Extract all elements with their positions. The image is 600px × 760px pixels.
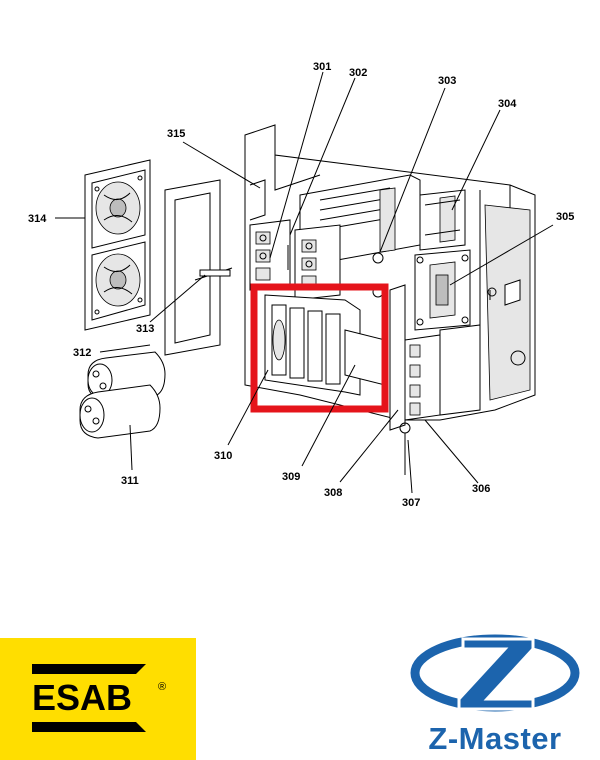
callout-313: 313	[136, 323, 154, 335]
electrolytic-capacitors-311	[79, 351, 166, 439]
callout-306: 306	[472, 483, 490, 495]
callout-312: 312	[73, 347, 91, 359]
zmaster-emblem	[410, 634, 580, 712]
callout-303: 303	[438, 75, 456, 87]
callout-305: 305	[556, 211, 574, 223]
highlight-box	[250, 283, 389, 413]
zmaster-logo: Z-Master	[405, 625, 585, 756]
callout-311: 311	[121, 475, 139, 487]
callout-308: 308	[324, 487, 342, 499]
leader-lines	[55, 71, 554, 494]
transformer-304	[419, 189, 466, 251]
callout-labels: 301 302 303 304 305 306 307 308 309 310 …	[28, 61, 574, 509]
callout-315: 315	[167, 128, 185, 140]
callout-307: 307	[402, 497, 420, 509]
fan-assembly-314	[84, 159, 151, 331]
fan-shroud-313	[164, 179, 233, 356]
esab-badge: ESAB ®	[32, 664, 166, 732]
callout-302: 302	[349, 67, 367, 79]
terminal-block-306	[389, 284, 481, 475]
zmaster-wordmark: Z-Master	[428, 721, 562, 756]
esab-wordmark: ESAB	[32, 677, 132, 718]
callout-310: 310	[214, 450, 232, 462]
esab-registered-mark: ®	[158, 681, 166, 693]
callout-304: 304	[498, 98, 517, 110]
callout-314: 314	[28, 213, 47, 225]
callout-301: 301	[313, 61, 331, 73]
transformer-305	[414, 249, 471, 331]
bracket-315	[249, 179, 266, 221]
esab-logo: ESAB ®	[0, 638, 196, 760]
exploded-parts-diagram: 301 302 303 304 305 306 307 308 309 310 …	[28, 61, 574, 509]
igbt-modules	[249, 219, 384, 301]
callout-309: 309	[282, 471, 300, 483]
capacitor-bank-309	[264, 294, 386, 396]
